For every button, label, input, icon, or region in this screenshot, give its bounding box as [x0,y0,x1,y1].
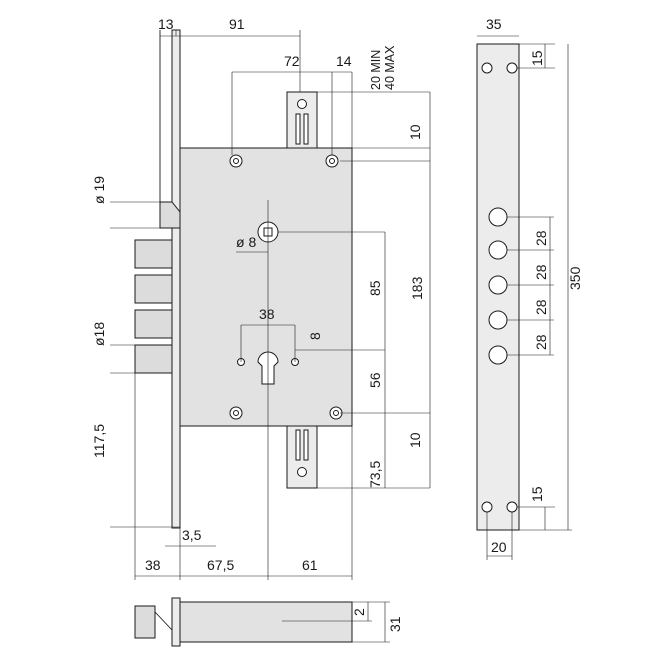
dimension-lines [110,30,431,580]
dim-label-183: 183 [409,276,425,300]
section-body [179,601,353,643]
dim-label-28-1: 28 [533,230,549,246]
side-bolt-hole-2 [488,275,508,295]
section-faceplate [171,597,181,647]
dim-label-2: 2 [351,608,367,616]
dim-label-15-bottom: 15 [529,486,545,502]
screw-bottom-left-center [233,410,239,416]
bottom-connector-hole [297,467,307,477]
dim-label-20-min: 20 MIN [369,50,383,90]
deadbolt-3 [134,309,173,339]
bottom-rod-connector [286,425,318,489]
dim-label-15-top: 15 [529,50,545,66]
dim-label-38-bottom: 38 [145,557,161,573]
dim-label-85: 85 [367,280,383,296]
bottom-section-view: 2 31 [134,597,403,647]
dim-label-61: 61 [302,557,318,573]
dim-label-3-5: 3,5 [182,527,202,543]
dim-label-d19: ø 19 [91,176,107,204]
side-screw-bottom-right [506,501,518,513]
dim-label-28-3: 28 [533,299,549,315]
dim-label-13: 13 [158,16,174,32]
dim-label-40-max: 40 MAX [383,45,397,90]
dim-label-67-5: 67,5 [207,557,234,573]
top-connector-slot-right [303,113,309,145]
dim-label-20: 20 [491,539,507,555]
screw-bottom-right-center [333,410,339,416]
top-connector-slot-left [295,113,301,145]
deadbolt-4 [134,344,173,374]
bottom-connector-slot-right [303,429,309,461]
dim-label-31: 31 [387,616,403,632]
deadbolt-1 [134,239,173,269]
dim-label-117-5: 117,5 [91,424,107,458]
lock-faceplate [171,29,181,529]
top-connector-hole [297,99,307,109]
latch-bolt [159,201,181,229]
section-bolt [134,605,156,639]
top-rod-connector [286,91,318,149]
lock-front-view [134,29,353,529]
side-bolt-hole-4 [488,345,508,365]
dim-label-10-top: 10 [407,124,423,140]
dim-label-350: 350 [567,266,583,290]
front-view-labels: 13 91 72 14 20 MIN 40 MAX 10 85 183 56 1… [91,16,425,573]
dim-label-14: 14 [336,53,352,69]
dim-label-72: 72 [284,53,300,69]
faceplate-side-view: 35 15 28 28 28 28 350 15 20 [476,16,583,560]
dim-label-8-center: 8 [307,332,323,340]
side-bolt-hole-3 [488,310,508,330]
dim-label-10-bottom: 10 [407,432,423,448]
dim-label-35: 35 [486,16,502,32]
dim-label-28-4: 28 [533,334,549,350]
bottom-connector-slot-left [295,429,301,461]
dim-label-91: 91 [229,16,245,32]
dim-label-38-center: 38 [259,306,275,322]
screw-top-right-center [329,158,335,164]
screw-top-left-center [233,158,239,164]
dim-label-d18: ø18 [91,322,107,346]
side-screw-bottom-left [481,501,493,513]
bottom-connector-plate [286,425,318,489]
side-bolt-hole-1 [488,240,508,260]
side-screw-top-right [506,62,518,74]
dim-label-56: 56 [367,372,383,388]
side-screw-top-left [481,62,493,74]
section-latch-line [154,611,173,631]
dim-label-28-2: 28 [533,264,549,280]
lock-body [179,147,353,427]
dim-label-73-5: 73,5 [367,461,383,488]
deadbolt-2 [134,274,173,304]
side-latch-hole [488,207,508,227]
dim-label-d8-center: ø 8 [236,234,256,250]
